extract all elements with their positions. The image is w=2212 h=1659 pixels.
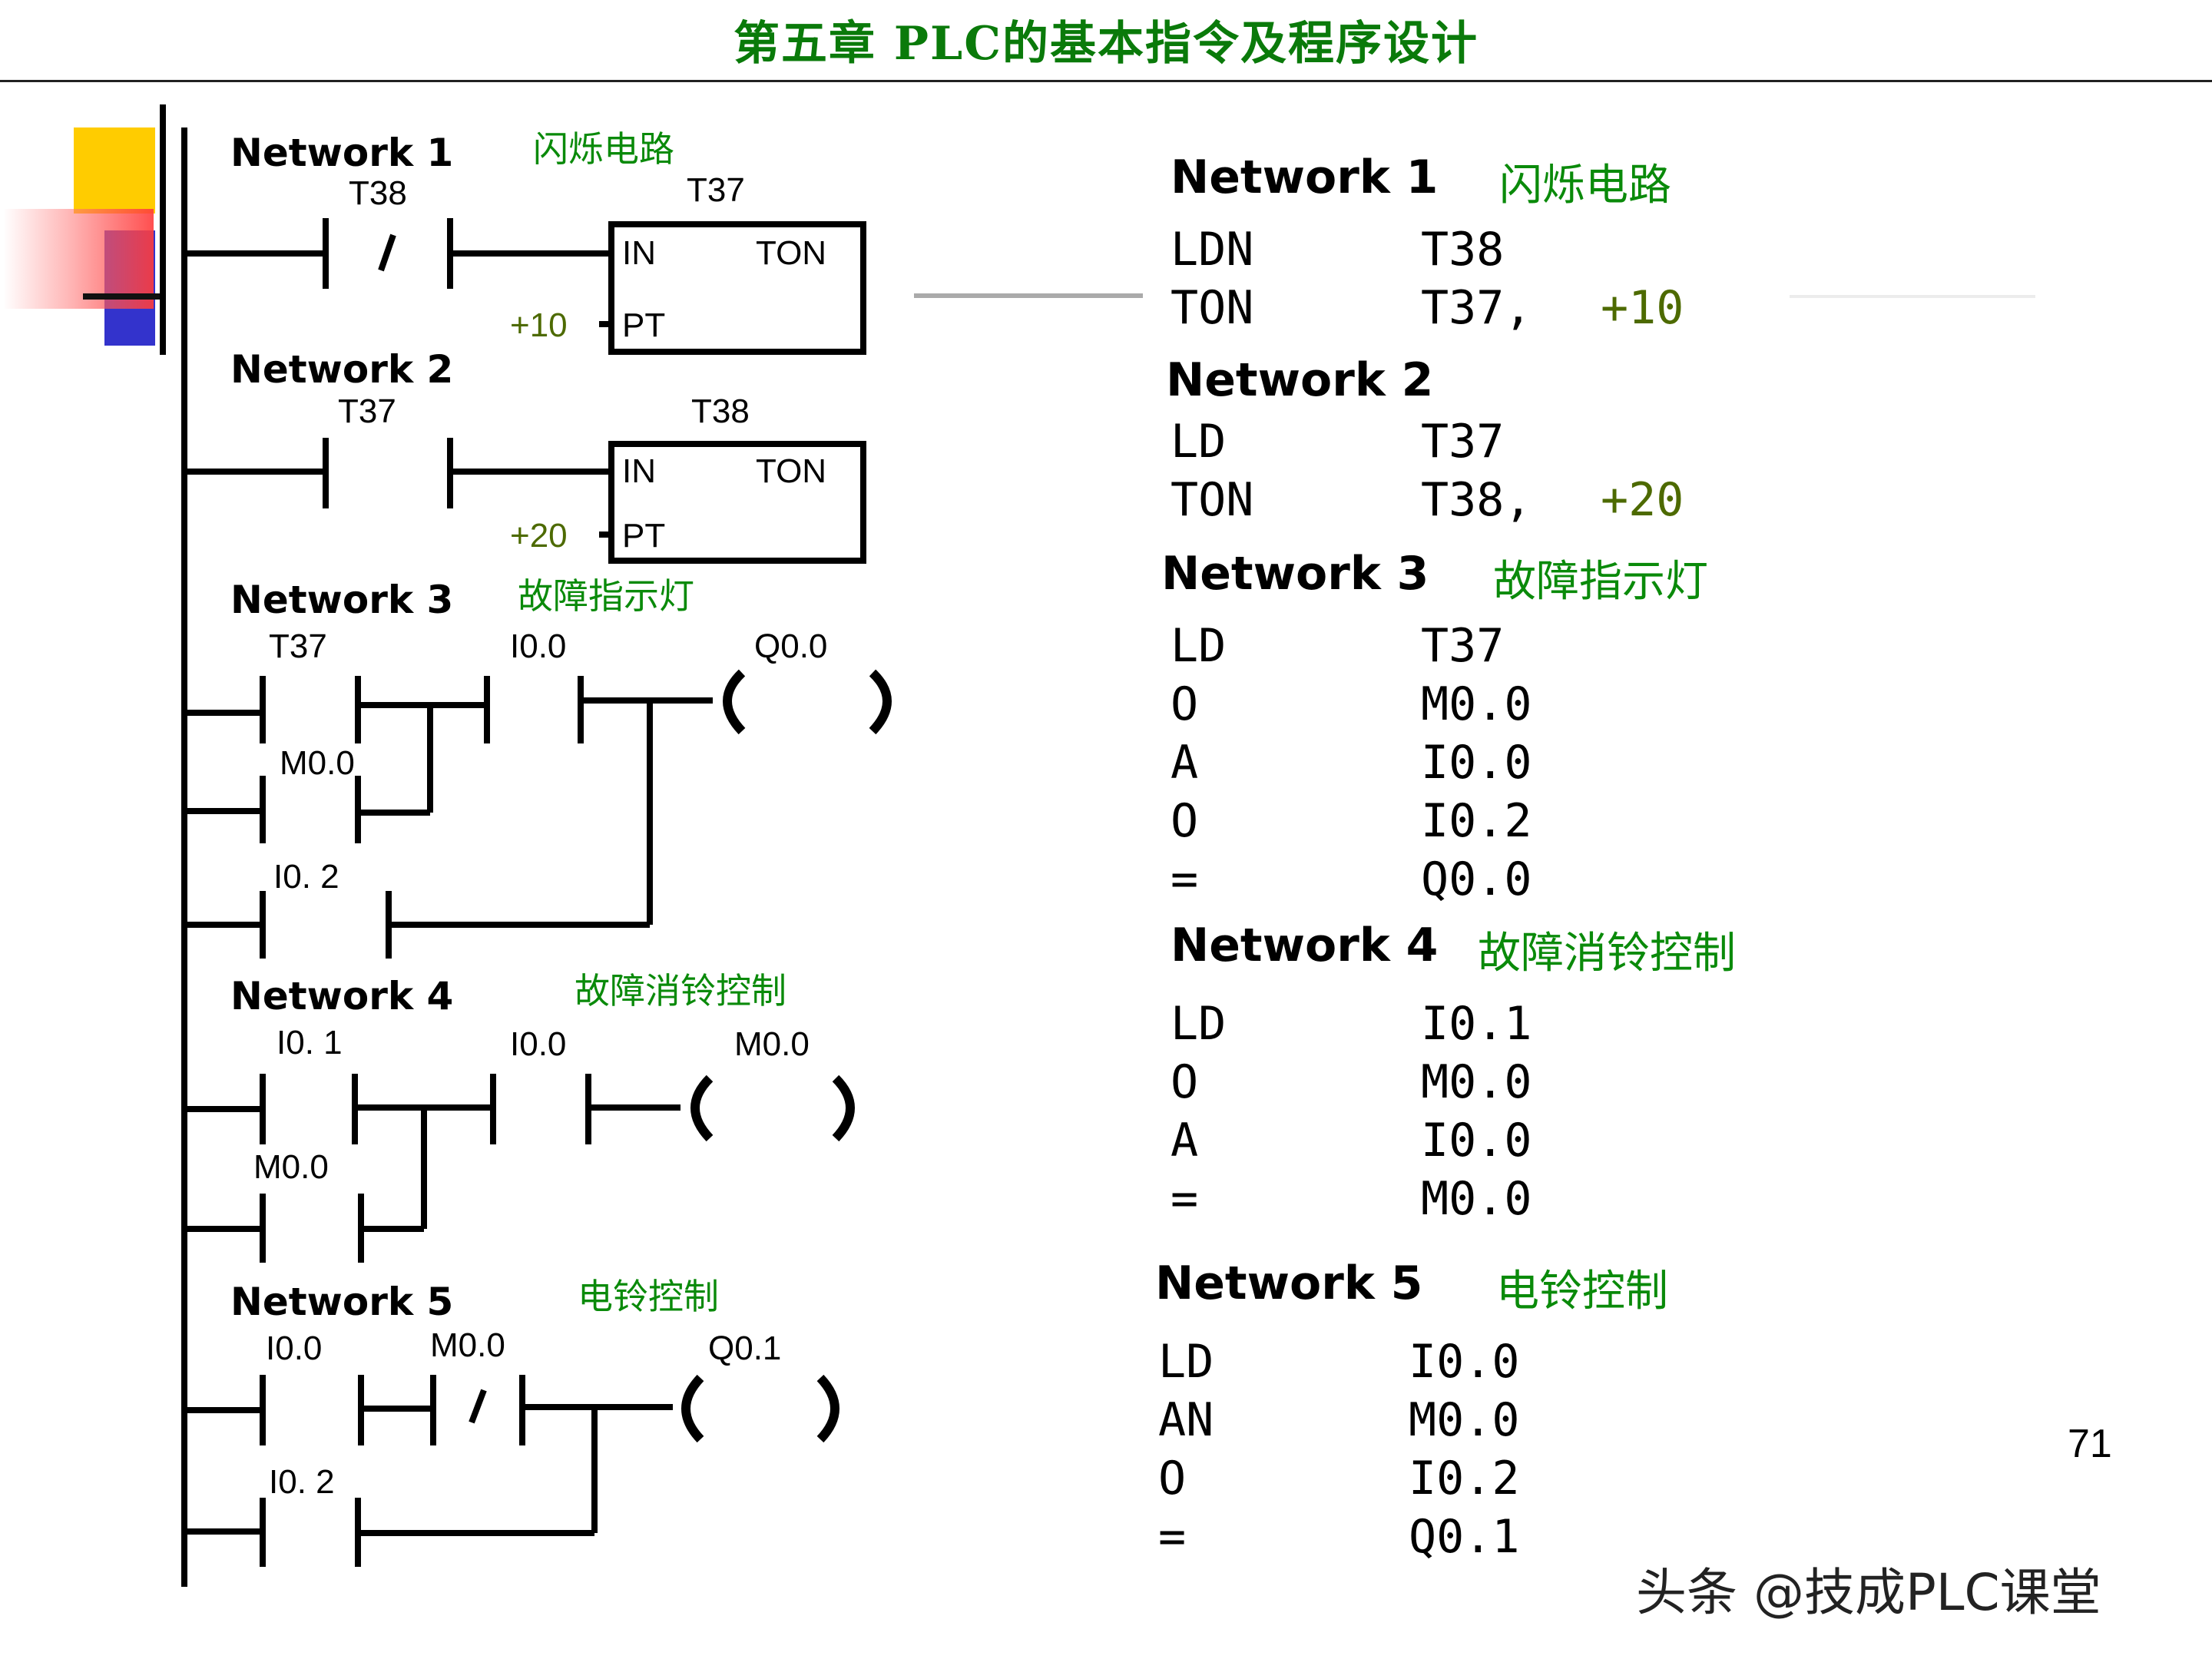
il-net2-op-0: LD (1171, 415, 1227, 469)
rung-2 (184, 438, 866, 564)
il-net1-comment: 闪烁电路 (1499, 161, 1671, 210)
il-net3-op-0: LD (1171, 619, 1227, 673)
ladder-net4-contact-b: M0.0 (253, 1148, 329, 1186)
il-net1-op-1: TON (1171, 281, 1254, 335)
page-title: 第五章 PLC的基本指令及程序设计 (733, 17, 1479, 71)
il-net5-title: Network 5 (1155, 1257, 1423, 1310)
timer-box-t38 (608, 441, 866, 564)
deco-red-glow (3, 209, 154, 309)
il-net4-title: Network 4 (1171, 919, 1439, 972)
ladder-net2-title: Network 2 (230, 347, 453, 392)
deco-yellow-square (74, 127, 155, 214)
ladder-net3-contact-a: T37 (269, 628, 327, 665)
il-net5-arg-3: Q0.1 (1409, 1510, 1520, 1564)
il-net4-comment: 故障消铃控制 (1478, 929, 1736, 979)
ladder-net1-timer: T37 (687, 171, 745, 209)
ladder-net3-contact-d: I0.0 (510, 628, 566, 665)
ladder-net4-title: Network 4 (230, 974, 453, 1018)
il-net3-title: Network 3 (1161, 547, 1429, 601)
ladder-diagram: Network 1 闪烁电路 T38 T37 IN TON PT +10 Net… (160, 104, 892, 1587)
ladder-net4-coil: M0.0 (734, 1025, 810, 1063)
il-net2-val-1: +20 (1601, 473, 1684, 527)
il-net5-arg-0: I0.0 (1409, 1335, 1520, 1389)
timer-box-t37 (608, 221, 866, 355)
il-net1-arg-1: T37, (1421, 281, 1532, 335)
il-net3-op-3: O (1171, 794, 1199, 848)
il-net5-op-1: AN (1158, 1393, 1214, 1447)
ladder-net3-contact-b: M0.0 (280, 744, 355, 782)
ladder-net5-coil: Q0.1 (708, 1330, 781, 1367)
ladder-net1-pt: PT (622, 306, 665, 344)
ladder-net1-preset: +10 (510, 306, 568, 344)
watermark: 头条 @技成PLC课堂 (1636, 1563, 2101, 1622)
ladder-net2-contact: T37 (338, 392, 396, 430)
ladder-net2-type: TON (756, 452, 826, 490)
il-net5-comment: 电铃控制 (1496, 1267, 1668, 1316)
ladder-net5-contact-b: M0.0 (430, 1326, 505, 1364)
il-net3-comment: 故障指示灯 (1493, 557, 1708, 607)
ladder-net5-comment: 电铃控制 (578, 1276, 719, 1317)
il-net5-arg-1: M0.0 (1409, 1393, 1520, 1447)
il-net3-arg-4: Q0.0 (1421, 853, 1532, 906)
ladder-net2-in: IN (622, 452, 656, 490)
il-net1-arg-0: T38 (1421, 223, 1505, 276)
deco-dark-bar (83, 293, 160, 300)
il-net5-op-0: LD (1158, 1335, 1214, 1389)
rung-5 (184, 1374, 839, 1567)
il-net3-arg-1: M0.0 (1421, 677, 1532, 731)
ladder-net1-title: Network 1 (230, 131, 453, 175)
il-net2-op-1: TON (1171, 473, 1254, 527)
il-net4-arg-3: M0.0 (1421, 1172, 1532, 1226)
ladder-net5-contact-a: I0.0 (266, 1330, 322, 1367)
il-net3-op-4: = (1171, 853, 1199, 906)
il-net4-arg-2: I0.0 (1421, 1114, 1532, 1167)
il-net2-title: Network 2 (1166, 353, 1434, 407)
ladder-net2-preset: +20 (510, 517, 568, 555)
ladder-net1-comment: 闪烁电路 (533, 128, 674, 170)
connector-line (914, 293, 1143, 298)
ladder-net4-comment: 故障消铃控制 (575, 970, 786, 1012)
il-net3-op-1: O (1171, 677, 1199, 731)
faint-line (1790, 295, 2035, 298)
ladder-net2-pt: PT (622, 517, 665, 555)
nc-slash (378, 233, 396, 272)
il-net4-op-3: = (1171, 1172, 1199, 1226)
il-net3-arg-0: T37 (1421, 619, 1505, 673)
il-net4-arg-1: M0.0 (1421, 1055, 1532, 1109)
ladder-net1-in: IN (622, 234, 656, 272)
page-number: 71 (2068, 1422, 2112, 1466)
il-net3-arg-3: I0.2 (1421, 794, 1532, 848)
ladder-net4-contact-a: I0. 1 (276, 1024, 343, 1061)
il-net4-arg-0: I0.1 (1421, 997, 1532, 1051)
il-net1-op-0: LDN (1171, 223, 1254, 276)
ladder-net5-title: Network 5 (230, 1280, 453, 1324)
ladder-net5-contact-c: I0. 2 (269, 1463, 335, 1501)
ladder-net3-coil: Q0.0 (754, 628, 827, 665)
ladder-net3-comment: 故障指示灯 (518, 575, 694, 617)
il-net5-arg-2: I0.2 (1409, 1452, 1520, 1505)
il-net5-op-3: = (1158, 1510, 1187, 1564)
header-divider (0, 80, 2212, 82)
ladder-net1-type: TON (756, 234, 826, 272)
il-net4-op-2: A (1171, 1114, 1199, 1167)
il-net4-op-0: LD (1171, 997, 1227, 1051)
il-net2-arg-0: T37 (1421, 415, 1505, 469)
ladder-net2-timer: T38 (691, 392, 750, 430)
il-net5-op-2: O (1158, 1452, 1187, 1505)
il-net1-title: Network 1 (1171, 151, 1439, 204)
il-net4-op-1: O (1171, 1055, 1199, 1109)
rung-3 (184, 669, 892, 959)
ladder-net1-contact: T38 (349, 174, 407, 212)
il-net1-val-1: +10 (1601, 281, 1684, 335)
ladder-net3-title: Network 3 (230, 578, 453, 622)
rung-1 (184, 218, 866, 355)
rung-4 (184, 1074, 855, 1263)
il-net2-arg-1: T38, (1421, 473, 1532, 527)
ladder-net3-contact-c: I0. 2 (273, 858, 339, 896)
il-net3-arg-2: I0.0 (1421, 736, 1532, 790)
il-net3-op-2: A (1171, 736, 1199, 790)
ladder-net4-contact-d: I0.0 (510, 1025, 566, 1063)
